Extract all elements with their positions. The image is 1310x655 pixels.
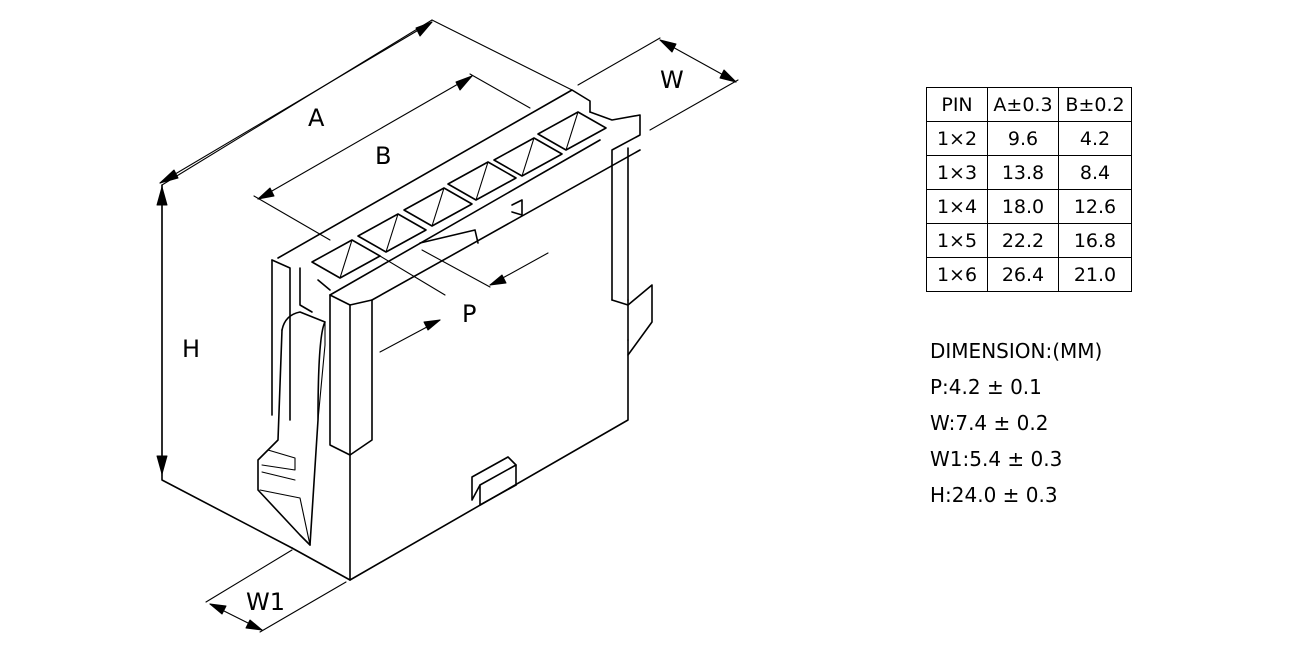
table-cell: 22.2 [987,223,1059,258]
table-cell: 1×6 [926,257,988,292]
header-pin: PIN [926,87,988,122]
note-p: P:4.2 ± 0.1 [930,375,1042,399]
table-cell: 1×5 [926,223,988,258]
table-cell: 1×2 [926,121,988,156]
label-a: A [308,104,325,132]
notes-title: DIMENSION:(MM) [930,339,1103,363]
table-cell: 4.2 [1058,121,1132,156]
table-cell: 13.8 [987,155,1059,190]
table-row: 1×3 13.8 8.4 [926,155,1132,190]
table-row: 1×2 9.6 4.2 [926,121,1132,156]
table-cell: 9.6 [987,121,1059,156]
label-w: W [660,66,684,94]
table-header-row: PIN A±0.3 B±0.2 [926,87,1132,122]
table-cell: 1×4 [926,189,988,224]
table-cell: 8.4 [1058,155,1132,190]
note-w1: W1:5.4 ± 0.3 [930,447,1063,471]
table-row: 1×5 22.2 16.8 [926,223,1132,258]
label-p: P [462,300,476,328]
label-b: B [375,142,391,170]
dimension-lines [156,19,739,633]
table-cell: 12.6 [1058,189,1132,224]
table-cell: 16.8 [1058,223,1132,258]
header-a: A±0.3 [987,87,1059,122]
label-h: H [182,335,200,363]
header-b: B±0.2 [1058,87,1132,122]
note-w: W:7.4 ± 0.2 [930,411,1049,435]
dimension-notes: DIMENSION:(MM) P:4.2 ± 0.1 W:7.4 ± 0.2 W… [930,333,1102,513]
dimension-table: PIN A±0.3 B±0.2 1×2 9.6 4.2 1×3 13.8 8.4… [926,87,1132,292]
note-h: H:24.0 ± 0.3 [930,483,1058,507]
label-w1: W1 [246,588,285,616]
table-cell: 21.0 [1058,257,1132,292]
table-row: 1×6 26.4 21.0 [926,257,1132,292]
table-row: 1×4 18.0 12.6 [926,189,1132,224]
connector-body [161,19,653,581]
table-cell: 18.0 [987,189,1059,224]
table-cell: 26.4 [987,257,1059,292]
table-cell: 1×3 [926,155,988,190]
